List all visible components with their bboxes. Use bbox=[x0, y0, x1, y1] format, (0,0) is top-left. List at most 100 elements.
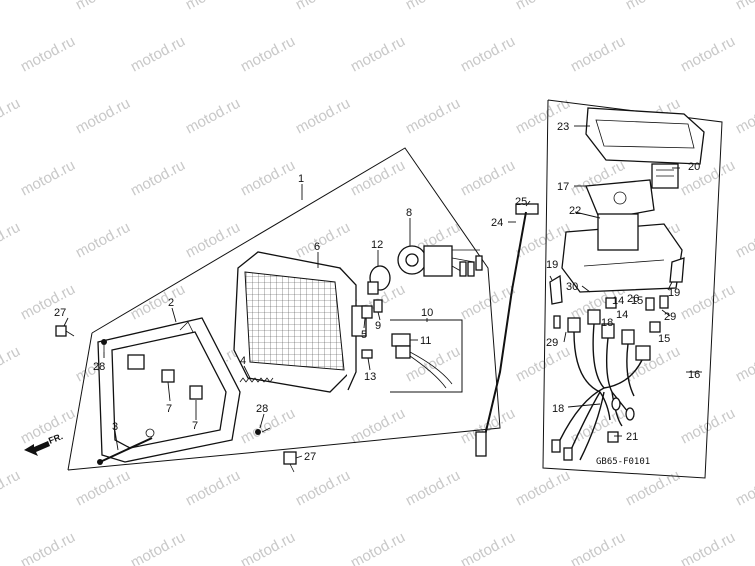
meter-bulb-sockets bbox=[553, 295, 669, 361]
callout-7a: 7 bbox=[166, 403, 172, 415]
screw-28-left bbox=[101, 339, 107, 352]
callout-30: 30 bbox=[566, 281, 578, 293]
position-bulb-13 bbox=[361, 349, 373, 359]
callout-25: 25 bbox=[515, 196, 527, 208]
watermark-text: motod.ru bbox=[0, 95, 23, 138]
speedometer-cable bbox=[475, 203, 539, 457]
watermark-text: motod.ru bbox=[183, 95, 243, 138]
watermark-text: motod.ru bbox=[623, 343, 683, 386]
callout-29a: 29 bbox=[546, 337, 558, 349]
leader-lines bbox=[63, 125, 702, 459]
watermark-text: motod.ru bbox=[73, 467, 133, 510]
callout-21: 21 bbox=[626, 431, 638, 443]
watermark-text: motod.ru bbox=[733, 467, 755, 510]
callout-29b: 29 bbox=[664, 311, 676, 323]
small-bulb-9 bbox=[373, 299, 383, 313]
watermark-text: motod.ru bbox=[348, 405, 408, 448]
clip-19-left bbox=[549, 274, 563, 305]
watermark-text: motod.ru bbox=[733, 0, 755, 14]
callout-9: 9 bbox=[375, 320, 381, 332]
watermark-text: motod.ru bbox=[513, 343, 573, 386]
watermark-text: motod.ru bbox=[0, 467, 23, 510]
callout-2: 2 bbox=[168, 297, 174, 309]
meter-cover bbox=[585, 107, 705, 165]
callout-11: 11 bbox=[420, 335, 431, 347]
callout-22: 22 bbox=[569, 205, 581, 217]
watermark-text: motod.ru bbox=[403, 0, 463, 14]
callout-18b: 18 bbox=[601, 317, 613, 329]
watermark-text: motod.ru bbox=[733, 219, 755, 262]
callout-14b: 14 bbox=[616, 309, 628, 321]
watermark-text: motod.ru bbox=[18, 281, 78, 324]
watermark-text: motod.ru bbox=[403, 95, 463, 138]
diagram-code: GB65-F0101 bbox=[596, 457, 650, 467]
callout-15a: 15 bbox=[631, 295, 643, 307]
callout-1: 1 bbox=[298, 173, 304, 185]
callout-20: 20 bbox=[688, 161, 700, 173]
callout-3: 3 bbox=[112, 421, 118, 433]
callout-7b: 7 bbox=[192, 420, 198, 432]
watermark-text: motod.ru bbox=[238, 33, 298, 76]
watermark-text: motod.ru bbox=[403, 343, 463, 386]
meter-case bbox=[561, 213, 683, 293]
callout-15b: 15 bbox=[658, 333, 670, 345]
watermark-text: motod.ru bbox=[348, 529, 408, 566]
watermark-text: motod.ru bbox=[678, 529, 738, 566]
watermark-text: motod.ru bbox=[568, 529, 628, 566]
watermark-text: motod.ru bbox=[348, 33, 408, 76]
watermark-text: motod.ru bbox=[678, 281, 738, 324]
watermark-text: motod.ru bbox=[348, 157, 408, 200]
callout-26: 26 bbox=[627, 293, 639, 305]
callout-18a: 18 bbox=[552, 403, 564, 415]
callout-16: 16 bbox=[688, 369, 700, 381]
callout-13: 13 bbox=[364, 371, 376, 383]
watermark-text: motod.ru bbox=[678, 33, 738, 76]
headlight-group-outline bbox=[67, 147, 501, 471]
callout-19a: 19 bbox=[546, 259, 558, 271]
clip-19-right bbox=[669, 257, 685, 283]
watermark-text: motod.ru bbox=[513, 467, 573, 510]
watermark-text: motod.ru bbox=[293, 219, 353, 262]
watermark-text: motod.ru bbox=[458, 33, 518, 76]
watermark-text: motod.ru bbox=[73, 0, 133, 14]
watermark-text: motod.ru bbox=[293, 467, 353, 510]
watermark-text: motod.ru bbox=[733, 95, 755, 138]
watermark-text: motod.ru bbox=[73, 95, 133, 138]
callout-28b: 28 bbox=[256, 403, 268, 415]
headlight-unit bbox=[233, 251, 367, 393]
watermark-text: motod.ru bbox=[733, 343, 755, 386]
watermark-text: motod.ru bbox=[128, 529, 188, 566]
watermark-text: motod.ru bbox=[238, 157, 298, 200]
watermark-text: motod.ru bbox=[183, 467, 243, 510]
callout-19b: 19 bbox=[668, 287, 680, 299]
watermark-text: motod.ru bbox=[458, 529, 518, 566]
bulb-socket bbox=[397, 245, 483, 277]
callout-6: 6 bbox=[314, 241, 320, 253]
callout-27b: 27 bbox=[304, 451, 316, 463]
watermark-text: motod.ru bbox=[458, 157, 518, 200]
watermark-text: motod.ru bbox=[238, 529, 298, 566]
meter-wire-harness bbox=[551, 323, 643, 461]
watermark-text: motod.ru bbox=[18, 33, 78, 76]
callout-labels: 1 2 3 4 5 6 7 7 8 9 10 11 12 13 14 14 15… bbox=[54, 121, 700, 463]
watermark-text: motod.ru bbox=[403, 467, 463, 510]
indicator-20 bbox=[651, 163, 679, 189]
adjusting-spring bbox=[239, 377, 274, 383]
callout-4: 4 bbox=[240, 355, 246, 367]
watermark-text: motod.ru bbox=[568, 33, 628, 76]
watermark-text: motod.ru bbox=[0, 0, 23, 14]
meter-bracket bbox=[585, 179, 655, 221]
watermark-text: motod.ru bbox=[73, 219, 133, 262]
callout-8: 8 bbox=[406, 207, 412, 219]
rim-screw bbox=[97, 437, 153, 465]
small-bulb-5 bbox=[361, 305, 373, 319]
position-lamp-group bbox=[390, 319, 463, 393]
screw-27-left bbox=[55, 325, 75, 337]
callout-28a: 28 bbox=[93, 361, 105, 373]
callout-10: 10 bbox=[421, 307, 433, 319]
watermark-text: motod.ru bbox=[183, 219, 243, 262]
callout-5: 5 bbox=[361, 329, 367, 341]
watermark-text: motod.ru bbox=[513, 0, 573, 14]
watermark-text: motod.ru bbox=[183, 0, 243, 14]
